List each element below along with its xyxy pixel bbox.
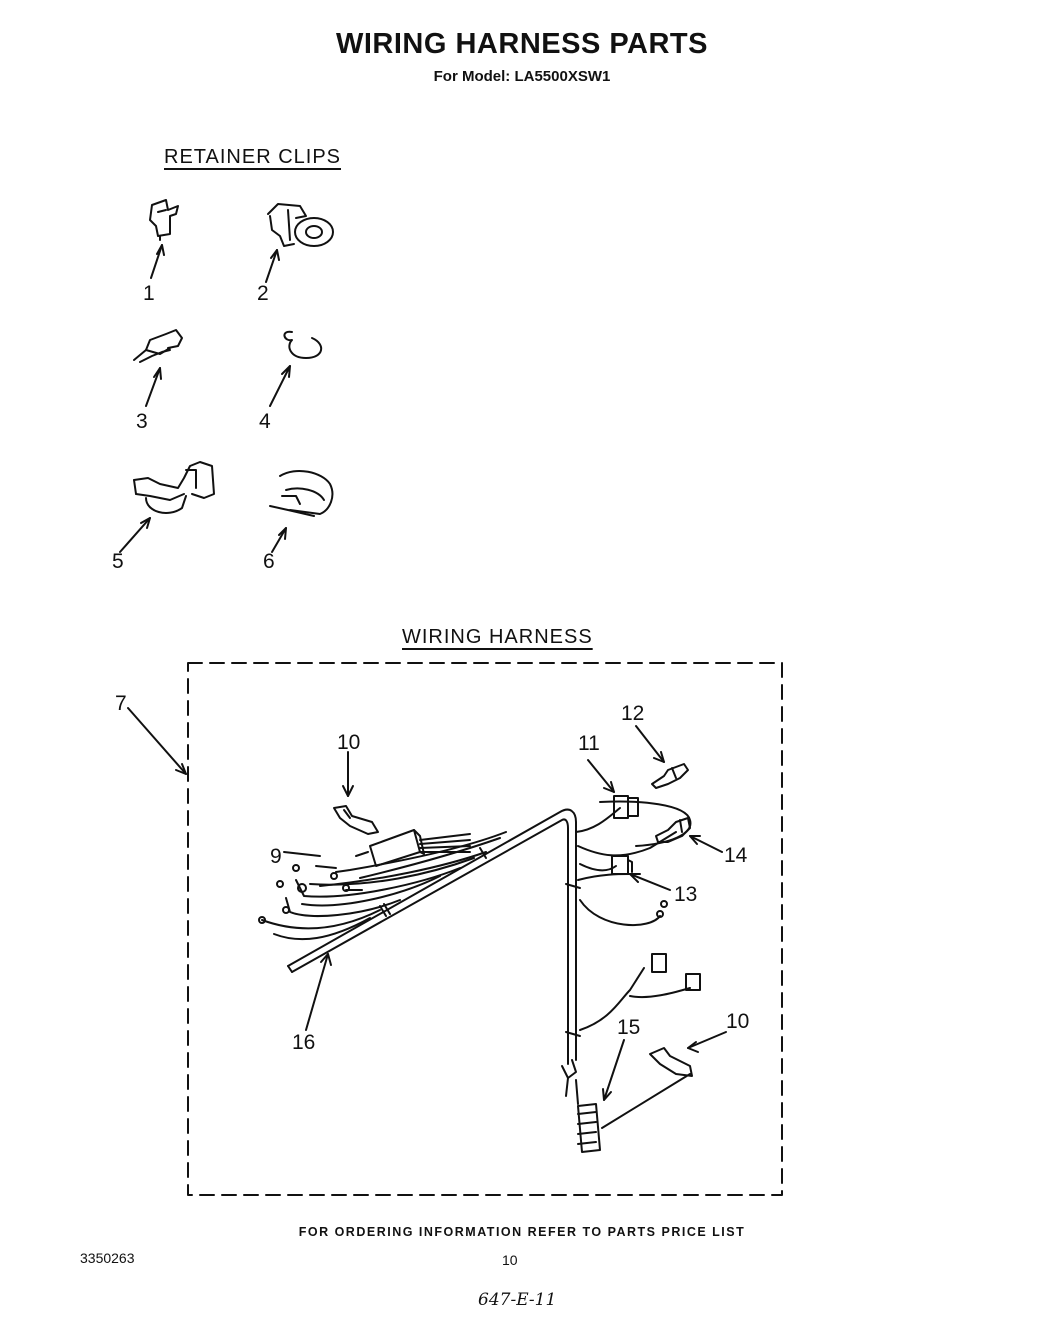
clip-1-leader — [150, 244, 163, 279]
leader-16 — [305, 953, 329, 1031]
retainer-clip-6 — [269, 469, 334, 553]
leader-15 — [603, 1039, 625, 1101]
callout-6: 6 — [263, 550, 275, 573]
terminal-10-right — [601, 1031, 727, 1129]
leader-12 — [635, 725, 665, 763]
leader-13 — [629, 873, 671, 891]
callout-9: 9 — [270, 845, 282, 868]
retainer-clip-2 — [265, 203, 334, 283]
connector-block-9 — [283, 829, 471, 867]
harness-branch-wires-right — [575, 800, 692, 1031]
clip-5-leader — [119, 517, 151, 553]
callout-3: 3 — [136, 410, 148, 433]
callout-13: 13 — [674, 883, 698, 906]
callout-14: 14 — [724, 844, 748, 867]
callout-16: 16 — [292, 1031, 316, 1054]
clip-4-leader — [269, 365, 291, 407]
callout-7: 7 — [115, 692, 127, 715]
connector-11 — [587, 759, 639, 819]
retainer-clip-3 — [133, 329, 183, 407]
harness-frame — [187, 662, 783, 1196]
terminal-12 — [635, 725, 689, 789]
ordering-info-note: FOR ORDERING INFORMATION REFER TO PARTS … — [298, 1225, 746, 1239]
document-number: 3350263 — [80, 1250, 135, 1266]
retainer-clip-4 — [269, 330, 322, 407]
retainer-clips-heading: RETAINER CLIPS — [164, 146, 341, 168]
retainer-clip-1 — [149, 199, 179, 279]
leader-11 — [587, 759, 615, 793]
leader-10-right — [687, 1031, 727, 1049]
connectors-lower-right — [651, 953, 701, 991]
leader-7 — [127, 707, 187, 775]
wiring-harness-heading: WIRING HARNESS — [402, 626, 593, 648]
callout-10-top: 10 — [337, 731, 361, 754]
callout-10-right: 10 — [726, 1010, 750, 1033]
harness-branch-wires-left — [258, 831, 507, 941]
terminal-14 — [655, 817, 723, 853]
clip-3-leader — [145, 367, 161, 407]
page-number: 10 — [502, 1252, 518, 1268]
callout-15: 15 — [617, 1016, 641, 1039]
callout-12: 12 — [621, 702, 645, 725]
harness-main-bundle — [287, 808, 581, 1097]
connector-15 — [575, 1039, 625, 1153]
leader-14 — [689, 835, 723, 853]
clip-2-leader — [265, 249, 278, 283]
callout-1: 1 — [143, 282, 155, 305]
handwritten-mark: 647-E-11 — [478, 1290, 557, 1310]
callout-4: 4 — [259, 410, 271, 433]
callout-5: 5 — [112, 550, 124, 573]
callout-11: 11 — [578, 732, 600, 755]
page-title: WIRING HARNESS PARTS — [336, 28, 708, 60]
retainer-clip-5 — [119, 461, 215, 553]
clip-6-leader — [271, 527, 287, 553]
callout-2: 2 — [257, 282, 269, 305]
leader-9 — [283, 851, 321, 857]
connector-13 — [611, 855, 671, 891]
model-subtitle: For Model: LA5500XSW1 — [433, 68, 611, 85]
terminal-10-top — [333, 751, 379, 835]
